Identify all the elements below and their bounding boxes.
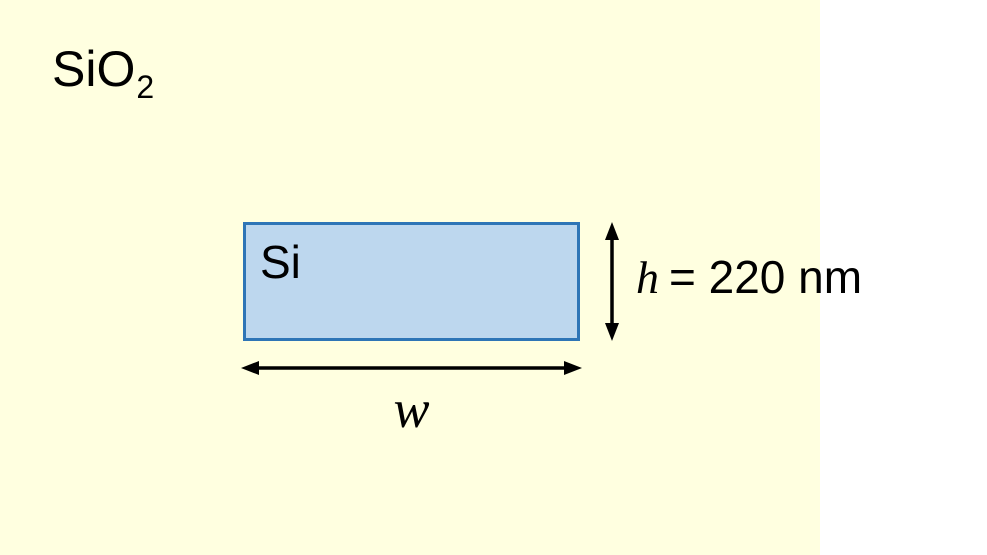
cladding-label-text: SiO — [52, 41, 136, 97]
cladding-label-subscript: 2 — [136, 69, 155, 105]
width-dimension-label: w — [243, 382, 580, 436]
core-rectangle: Si — [243, 222, 580, 341]
height-symbol: h — [636, 252, 659, 303]
height-value: = 220 nm — [669, 251, 863, 303]
height-dimension-label: h= 220 nm — [636, 250, 862, 305]
width-symbol: w — [393, 379, 430, 439]
core-label: Si — [260, 236, 301, 288]
cladding-label: SiO2 — [52, 41, 154, 103]
